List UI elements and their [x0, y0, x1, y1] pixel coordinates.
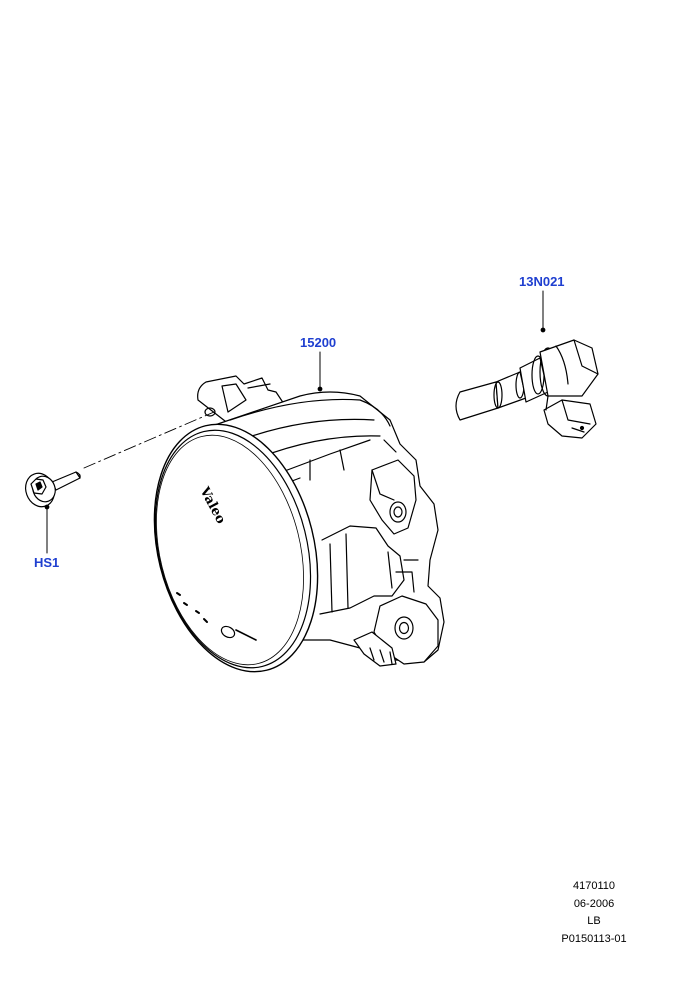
fog-lamp-15200	[153, 375, 445, 673]
reference-number: 4170110	[572, 880, 615, 892]
reference-date: 06-2006	[573, 898, 615, 910]
callout-15200: 15200	[300, 335, 337, 350]
reference-code: LB	[587, 915, 601, 927]
screw-hs1	[25, 411, 215, 554]
bulb-13n021	[455, 339, 599, 439]
callout-13n021: 13N021	[519, 274, 565, 289]
illustration-id: P0150113-01	[561, 933, 627, 945]
callout-hs1: HS1	[34, 555, 60, 570]
